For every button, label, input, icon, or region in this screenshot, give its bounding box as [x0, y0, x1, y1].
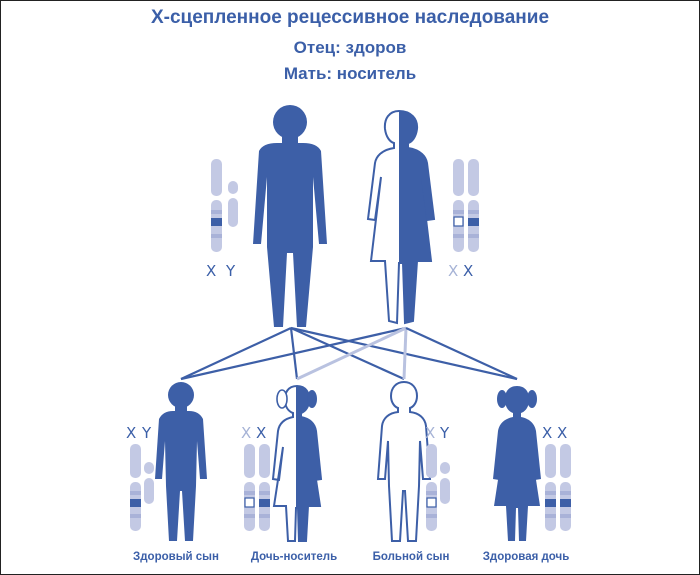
line-mother-daughter1 — [296, 326, 407, 381]
caption-affected-son: Больной сын — [372, 551, 450, 563]
father-status: Отец: здоров — [293, 38, 407, 57]
father-chromosomes: X Y — [206, 159, 238, 280]
child3-y-label: Y — [439, 424, 450, 442]
child4-chromosomes: X X — [542, 424, 571, 531]
child-healthy-daughter — [493, 386, 541, 541]
father-figure — [253, 105, 327, 327]
child2-x2-label: X — [256, 424, 266, 442]
child-healthy-son — [155, 382, 207, 541]
child4-x2-label: X — [557, 424, 567, 442]
line-father-son2 — [290, 326, 405, 381]
line-father-son1 — [180, 327, 292, 380]
child2-x1-label: X — [241, 424, 251, 442]
child1-chromosomes: X Y — [126, 424, 154, 531]
caption-healthy-son: Здоровый сын — [133, 551, 219, 563]
child3-x-label: X — [425, 424, 435, 442]
line-mother-son1 — [180, 326, 407, 381]
mother-status: Мать: носитель — [283, 64, 417, 83]
line-mother-son2 — [402, 327, 408, 380]
child-carrier-daughter — [271, 384, 323, 542]
caption-healthy-daughter: Здоровая дочь — [482, 551, 570, 563]
mother-chromosomes: X X — [448, 159, 479, 280]
mother-figure — [366, 109, 436, 325]
child-affected-son — [376, 380, 432, 542]
father-y-label: Y — [225, 262, 236, 280]
child1-x-label: X — [126, 424, 136, 442]
child4-x1-label: X — [542, 424, 552, 442]
mother-x1-label: X — [448, 262, 458, 280]
diagram-title: Х-сцепленное рецессивное наследование — [150, 7, 550, 28]
line-mother-daughter2 — [405, 327, 518, 380]
inheritance-lines — [180, 326, 518, 381]
caption-carrier-daughter: Дочь-носитель — [250, 551, 338, 563]
child1-y-label: Y — [141, 424, 152, 442]
child3-chromosomes: X Y — [425, 424, 450, 531]
father-x-label: X — [206, 262, 216, 280]
child2-chromosomes: X X — [241, 424, 270, 531]
mother-x2-label: X — [463, 262, 473, 280]
